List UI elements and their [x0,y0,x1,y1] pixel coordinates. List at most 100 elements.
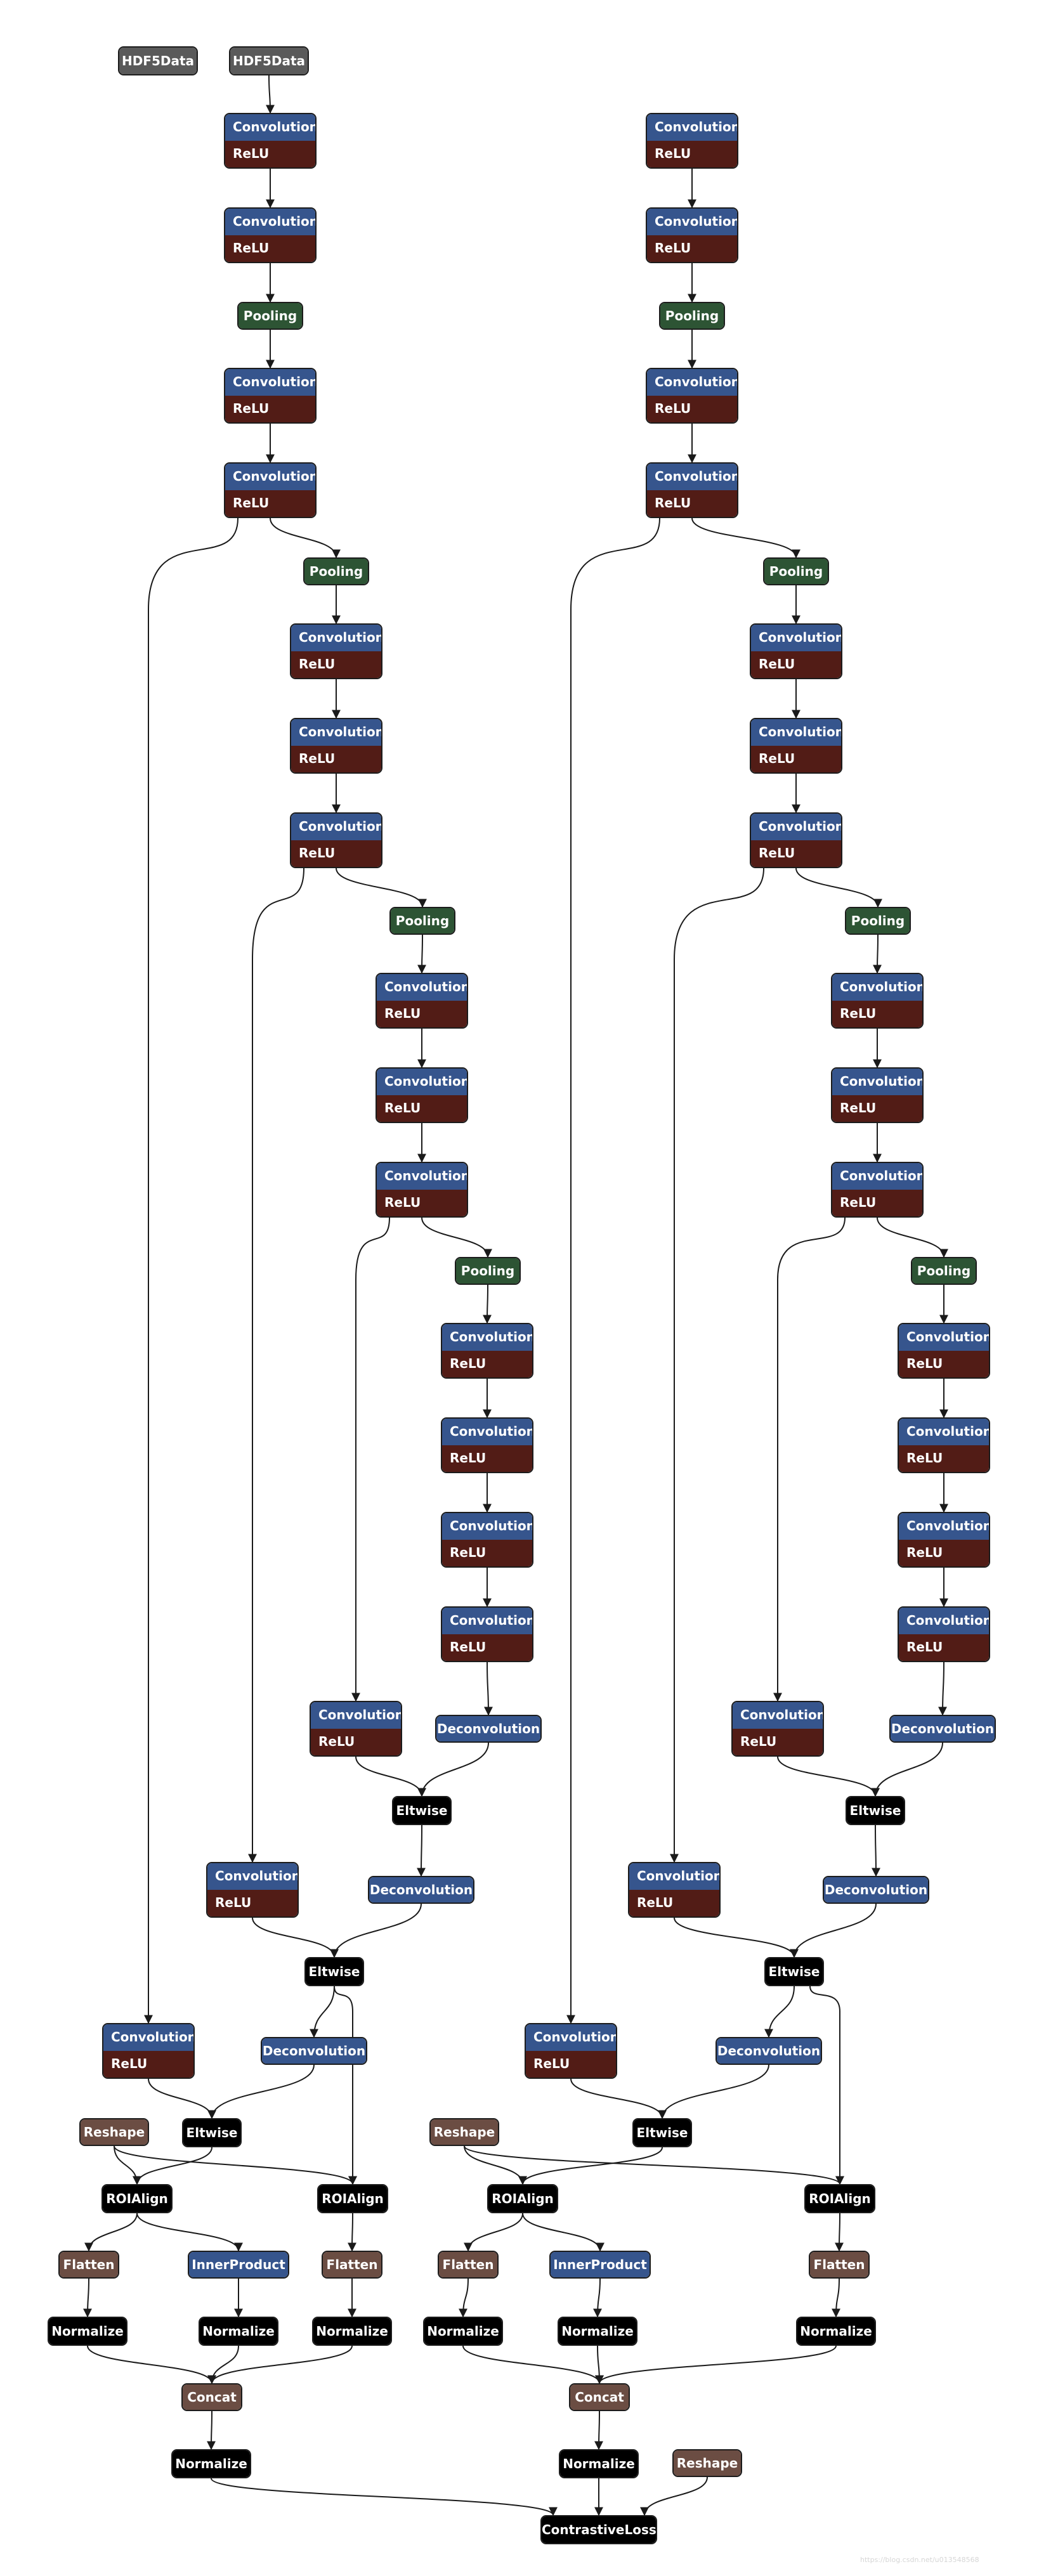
eltwise-node-be1[interactable]: Eltwise [846,1796,905,1825]
eltwise-node-ae3[interactable]: Eltwise [182,2118,242,2147]
flatten-label: Flatten [323,2252,381,2277]
roialign-node-aroi1[interactable]: ROIAlign [101,2184,173,2213]
deconvolution-node-bdc1[interactable]: Deconvolution [889,1715,996,1743]
convolution-label: Convolution [899,1419,989,1445]
edge-b4-to-bp2 [691,517,800,559]
contrastiveloss-node-loss[interactable]: ContrastiveLoss [540,2515,657,2544]
hdf5data-node-d1[interactable]: HDF5Data [118,46,198,75]
innerproduct-node-bip[interactable]: InnerProduct [549,2251,651,2279]
pooling-node-ap4[interactable]: Pooling [455,1257,521,1285]
normalize-node-bn3[interactable]: Normalize [796,2317,876,2346]
convolution-label: Convolution [899,1513,989,1540]
flatten-node-bfl1[interactable]: Flatten [438,2251,499,2279]
pooling-node-ap1[interactable]: Pooling [237,302,303,330]
pooling-node-bp2[interactable]: Pooling [763,557,829,585]
pooling-label: Pooling [391,908,454,933]
flatten-node-bfl2[interactable]: Flatten [809,2251,870,2279]
eltwise-node-ae2[interactable]: Eltwise [304,1957,364,1986]
roialign-node-broi2[interactable]: ROIAlign [804,2184,875,2213]
pooling-node-ap3[interactable]: Pooling [389,907,455,935]
relu-label: ReLU [442,1540,532,1566]
relu-label: ReLU [225,490,315,517]
reshape-node-brs[interactable]: Reshape [429,2118,499,2146]
innerproduct-label: InnerProduct [189,2252,288,2277]
convolution-label: Convolution [311,1702,401,1729]
hdf5data-node-d2[interactable]: HDF5Data [229,46,309,75]
normalize-node-an3[interactable]: Normalize [312,2317,392,2346]
deconvolution-node-adc2[interactable]: Deconvolution [368,1876,474,1904]
normalize-node-bn1[interactable]: Normalize [423,2317,503,2346]
normalize-node-an1[interactable]: Normalize [48,2317,127,2346]
edge-bL2-to-be2 [674,1917,799,1958]
reshape-node-rs3[interactable]: Reshape [672,2449,742,2477]
normalize-node-an2[interactable]: Normalize [199,2317,278,2346]
eltwise-node-be2[interactable]: Eltwise [764,1957,824,1986]
pooling-node-bp4[interactable]: Pooling [911,1257,977,1285]
convolution-label: Convolution [442,1513,532,1540]
normalize-node-bn2[interactable]: Normalize [558,2317,637,2346]
normalize-node-bn4[interactable]: Normalize [559,2449,639,2478]
pooling-label: Pooling [764,559,828,584]
deconvolution-node-bdc3[interactable]: Deconvolution [716,2037,822,2065]
roialign-node-aroi2[interactable]: ROIAlign [317,2184,388,2213]
reshape-node-ars[interactable]: Reshape [79,2118,149,2146]
concat-node-acc[interactable]: Concat [181,2383,242,2411]
relu-label: ReLU [225,396,315,422]
convolution-label: Convolution [103,2024,193,2051]
eltwise-node-ae1[interactable]: Eltwise [392,1796,452,1825]
pooling-node-bp3[interactable]: Pooling [845,907,911,935]
innerproduct-node-aip[interactable]: InnerProduct [188,2251,289,2279]
deconvolution-node-bdc2[interactable]: Deconvolution [823,1876,929,1904]
deconvolution-node-adc1[interactable]: Deconvolution [435,1715,542,1743]
roialign-label: ROIAlign [806,2185,874,2212]
normalize-node-an4[interactable]: Normalize [171,2449,251,2478]
pooling-node-ap2[interactable]: Pooling [303,557,369,585]
flatten-node-afl1[interactable]: Flatten [58,2251,119,2279]
concat-node-bcc[interactable]: Concat [569,2383,630,2411]
edge-aL3-to-ae3 [148,2078,216,2119]
relu-label: ReLU [377,1001,467,1027]
deconvolution-node-adc3[interactable]: Deconvolution [261,2037,367,2065]
roialign-node-broi1[interactable]: ROIAlign [487,2184,558,2213]
eltwise-node-be3[interactable]: Eltwise [632,2118,692,2147]
flatten-node-afl2[interactable]: Flatten [322,2251,382,2279]
convolution-label: Convolution [899,1324,989,1351]
edge-broi2-to-bfl2 [835,2213,844,2252]
edge-b7-to-bL2 [670,868,764,1863]
pooling-node-bp1[interactable]: Pooling [659,302,725,330]
